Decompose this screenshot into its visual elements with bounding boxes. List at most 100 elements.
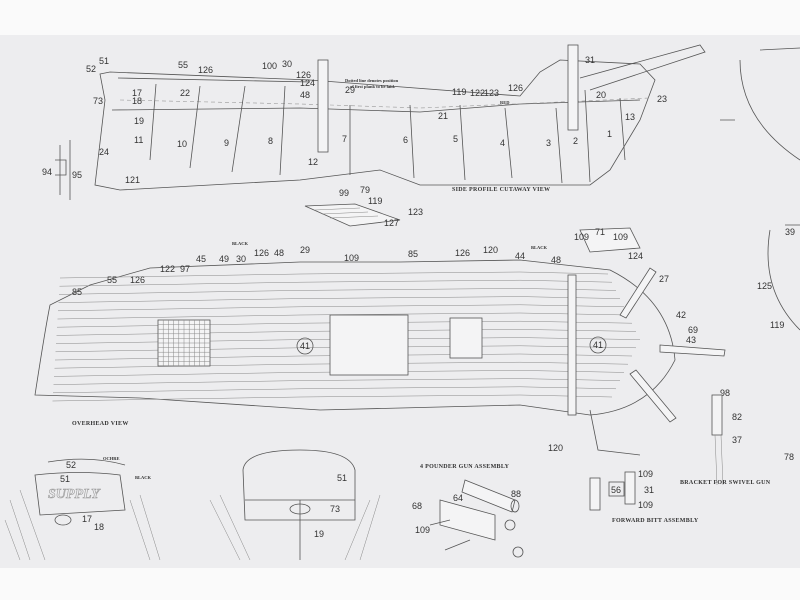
part-label: 94 [42, 167, 52, 177]
gun-assembly-drawing [429, 479, 524, 558]
part-label: 109 [415, 525, 430, 535]
part-label: 88 [511, 489, 521, 499]
part-label: 10 [177, 139, 187, 149]
part-label: 7 [342, 134, 347, 144]
part-label: 123 [484, 88, 499, 98]
part-label: 120 [548, 443, 563, 453]
part-label: 123 [408, 207, 423, 217]
part-label: 29 [300, 245, 310, 255]
deck-plank-line [59, 271, 609, 279]
part-label: 126 [508, 83, 523, 93]
part-label: 127 [384, 218, 399, 228]
part-label: 19 [314, 529, 324, 539]
part-label: 30 [282, 59, 292, 69]
supply-nameboard-logo: SUPPLY [48, 487, 101, 502]
part-label: 23 [657, 94, 667, 104]
part-label: 100 [262, 61, 277, 71]
overhead-view-labels: 126 48 29 109 49 30 45 122 97 55 126 85 … [72, 227, 795, 453]
side-profile-drawing [55, 44, 706, 200]
part-label: 69 [688, 325, 698, 335]
deck-plank-line [52, 394, 613, 402]
part-label: 125 [757, 281, 772, 291]
part-label: 31 [644, 485, 654, 495]
part-label: 1 [607, 129, 612, 139]
part-label: 126 [254, 248, 269, 258]
part-label: 12 [308, 157, 318, 167]
part-label: 85 [72, 287, 82, 297]
part-label: 82 [732, 412, 742, 422]
part-label: 18 [132, 96, 142, 106]
part-label: 17 [82, 514, 92, 524]
part-label: 51 [99, 56, 109, 66]
part-label: 17 [132, 88, 142, 98]
part-label: 13 [625, 112, 635, 122]
part-label: 48 [274, 248, 284, 258]
part-label: 19 [134, 116, 144, 126]
part-label: 109 [613, 232, 628, 242]
part-label: 3 [546, 138, 551, 148]
part-label: 21 [438, 111, 448, 121]
part-label: 55 [178, 60, 188, 70]
bitt-assembly-title: FORWARD BITT ASSEMBLY [612, 518, 699, 524]
part-label: 27 [659, 274, 669, 284]
part-label: 85 [408, 249, 418, 259]
part-label: 126 [296, 70, 311, 80]
part-label: 42 [676, 310, 686, 320]
red-color-note: RED [500, 100, 510, 105]
part-label: 121 [125, 175, 140, 185]
part-label: 97 [180, 264, 190, 274]
part-label: 48 [300, 90, 310, 100]
overhead-view-title: OVERHEAD VIEW [72, 421, 129, 427]
part-label: 119 [452, 87, 466, 97]
part-label: 43 [686, 335, 696, 345]
part-label: 20 [596, 90, 606, 100]
part-label: 119 [770, 320, 784, 330]
partial-side-drawings [711, 47, 800, 486]
part-label: 95 [72, 170, 82, 180]
part-label: 37 [732, 435, 742, 445]
part-label: 68 [412, 501, 422, 511]
part-label: 78 [784, 452, 794, 462]
part-label: 5 [453, 134, 458, 144]
swivel-bracket-title: BRACKET FOR SWIVEL GUN [680, 480, 771, 486]
black-color-note: BLACK [531, 245, 548, 250]
part-label: 55 [107, 275, 117, 285]
part-label: 109 [344, 253, 359, 263]
part-label: 120 [483, 245, 498, 255]
part-label: 9 [224, 138, 229, 148]
part-label: 6 [403, 135, 408, 145]
part-label: 109 [574, 232, 589, 242]
part-label: 99 [339, 188, 349, 198]
part-label: 31 [585, 55, 595, 65]
part-label: 126 [455, 248, 470, 258]
part-label: 49 [219, 254, 229, 264]
part-label: 64 [453, 493, 463, 503]
part-label: 2 [573, 136, 578, 146]
stern-drawings [4, 449, 381, 561]
deck-plank-line [59, 279, 613, 287]
part-label: 8 [268, 136, 273, 146]
part-label: 24 [99, 147, 109, 157]
part-label: 51 [337, 473, 347, 483]
grating-part-drawing [304, 203, 401, 227]
part-label: 119 [368, 196, 382, 206]
part-label: 122 [160, 264, 175, 274]
side-view-title: SIDE PROFILE CUTAWAY VIEW [452, 187, 550, 193]
black-color-note: BLACK [232, 241, 249, 246]
part-label: 44 [515, 251, 525, 261]
side-view-labels: 52 51 55 126 100 30 126 124 48 17 18 22 … [42, 55, 667, 185]
part-label: 52 [86, 64, 96, 74]
part-label: 98 [720, 388, 730, 398]
part-label: 48 [551, 255, 561, 265]
plank-note-line-1: Dotted line denotes position [345, 78, 399, 83]
part-label: 52 [66, 460, 76, 470]
part-label: 30 [236, 254, 246, 264]
part-label: 22 [180, 88, 190, 98]
part-label: 18 [94, 522, 104, 532]
part-label: 51 [60, 474, 70, 484]
part-label: 109 [638, 500, 653, 510]
part-label: 122 [470, 88, 485, 98]
part-label: 45 [196, 254, 206, 264]
ochre-color-note: OCHRE [103, 456, 120, 461]
